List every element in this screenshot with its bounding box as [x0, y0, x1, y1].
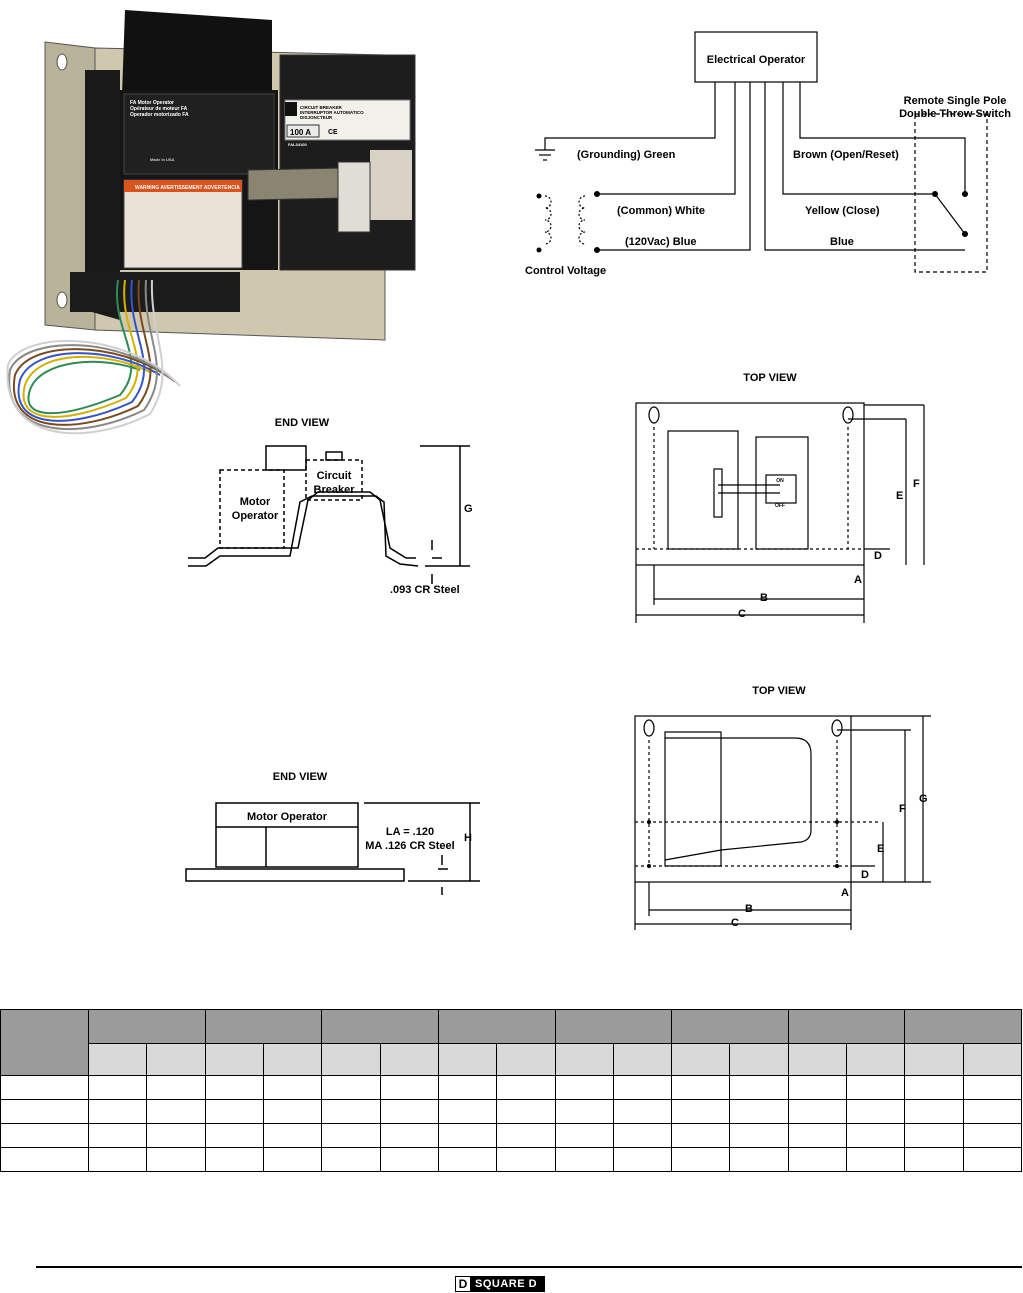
table-row — [0, 1099, 1023, 1124]
dim-a-label: A — [854, 574, 862, 586]
motor-label-2: Operator — [232, 510, 279, 522]
end-view-1-title: END VIEW — [275, 417, 330, 429]
on-label: ON — [776, 478, 784, 484]
motor-label-1: Motor — [240, 496, 271, 508]
common-label: (Common) White — [617, 205, 705, 217]
dim-e-label: E — [896, 490, 903, 502]
footer-rule — [36, 1266, 1022, 1268]
switch-title-1: Remote Single Pole — [904, 95, 1007, 107]
dim-g-label: G — [464, 503, 473, 515]
motor-label-line-1: FA Motor Operator — [130, 100, 174, 106]
ma-label: MA .126 CR Steel — [365, 840, 454, 852]
top-view-1-drawing: TOP VIEW ON OFF A B C D E F — [635, 372, 925, 623]
dim2-c-label: C — [731, 917, 739, 929]
dim-c-label: C — [738, 608, 746, 620]
table-row — [0, 1147, 1023, 1172]
motor-operator-label: Motor Operator — [247, 811, 328, 823]
steel-label: .093 CR Steel — [390, 584, 460, 596]
la-label: LA = .120 — [386, 826, 434, 838]
end-view-1-drawing: END VIEW Motor Operator Circuit Breaker … — [188, 417, 473, 596]
table-header-row — [0, 1009, 1022, 1076]
control-voltage-label: Control Voltage — [525, 265, 606, 277]
table-subheader-cell — [262, 1043, 323, 1076]
motor-label-line-2: Opérateur de moteur FA — [130, 106, 188, 112]
blue-label: Blue — [830, 236, 854, 248]
dim2-f-label: F — [899, 803, 906, 815]
table-subheader-cell — [379, 1043, 439, 1076]
table-subheader-cell — [846, 1043, 906, 1076]
table-subheader-cell — [321, 1043, 381, 1076]
table-subheader-cell — [146, 1043, 206, 1076]
breaker-label-2: Breaker — [314, 484, 356, 496]
breaker-label-line-1: CIRCUIT BREAKER — [300, 105, 343, 110]
motor-label-line-3: Operador motorizado FA — [130, 112, 189, 118]
dim-f-label: F — [913, 478, 920, 490]
wiring-diagram: Electrical Operator Remote Single Pole D… — [525, 31, 1011, 277]
table-corner-cell — [0, 1009, 89, 1076]
operator-label: Electrical Operator — [707, 54, 806, 66]
table-group-header — [671, 1009, 789, 1044]
product-photo: FA Motor Operator Opérateur de moteur FA… — [6, 10, 416, 435]
top-view-1-title: TOP VIEW — [743, 372, 797, 384]
dim2-d-label: D — [861, 869, 869, 881]
logo-mark: D — [456, 1277, 470, 1291]
table-subheader-cell — [671, 1043, 731, 1076]
dim2-b-label: B — [745, 903, 753, 915]
ce-mark: CE — [328, 129, 338, 136]
dim-b-label: B — [760, 592, 768, 604]
breaker-catalog: FAL34100 — [288, 142, 307, 147]
table-subheader-cell — [554, 1043, 614, 1076]
table-subheader-cell — [787, 1043, 848, 1076]
table-group-header — [437, 1009, 556, 1044]
breaker-label-line-2: INTERRUPTOR AUTOMATICO — [300, 110, 364, 115]
made-in-label: Made in USA — [150, 157, 175, 162]
table-row — [0, 1123, 1023, 1148]
yellow-label: Yellow (Close) — [805, 205, 880, 217]
table-group-header — [554, 1009, 673, 1044]
table-subheader-cell — [496, 1043, 556, 1076]
top-view-2-drawing: TOP VIEW A B C D E F G — [634, 685, 931, 930]
vac-label: (120Vac) Blue — [625, 236, 697, 248]
table-subheader-cell — [87, 1043, 148, 1076]
grounding-label: (Grounding) Green — [577, 149, 676, 161]
top-view-2-title: TOP VIEW — [752, 685, 806, 697]
square-d-logo: D SQUARE D — [455, 1276, 546, 1292]
table-group-header — [204, 1009, 323, 1044]
dimensions-table — [0, 1009, 1023, 1172]
table-subheader-cell — [204, 1043, 264, 1076]
table-group-header — [321, 1009, 439, 1044]
table-group-header — [904, 1009, 1022, 1044]
end-view-2-title: END VIEW — [273, 771, 328, 783]
table-subheader-cell — [962, 1043, 1023, 1076]
breaker-label-1: Circuit — [317, 470, 352, 482]
table-row — [0, 1075, 1023, 1100]
end-view-2-drawing: END VIEW Motor Operator LA = .120 MA .12… — [185, 771, 480, 895]
dim2-a-label: A — [841, 887, 849, 899]
table-subheader-cell — [437, 1043, 498, 1076]
dim-h-label: H — [464, 832, 472, 844]
breaker-label-line-3: DISJONCTEUR — [300, 115, 333, 120]
table-subheader-cell — [904, 1043, 964, 1076]
dim2-g-label: G — [919, 793, 928, 805]
breaker-rating: 100 A — [290, 128, 311, 137]
table-subheader-cell — [729, 1043, 789, 1076]
switch-title-2: Double Throw Switch — [899, 108, 1011, 120]
brown-label: Brown (Open/Reset) — [793, 149, 899, 161]
logo-text: SQUARE D — [475, 1278, 538, 1290]
table-subheader-row — [1, 1043, 1023, 1076]
dim2-e-label: E — [877, 843, 884, 855]
warning-label: WARNING AVERTISSEMENT ADVERTENCIA — [135, 185, 240, 191]
table-subheader-cell — [612, 1043, 673, 1076]
table-group-header — [88, 1009, 206, 1044]
dim-d-label: D — [874, 550, 882, 562]
off-label: OFF — [775, 503, 785, 509]
table-group-header — [787, 1009, 906, 1044]
